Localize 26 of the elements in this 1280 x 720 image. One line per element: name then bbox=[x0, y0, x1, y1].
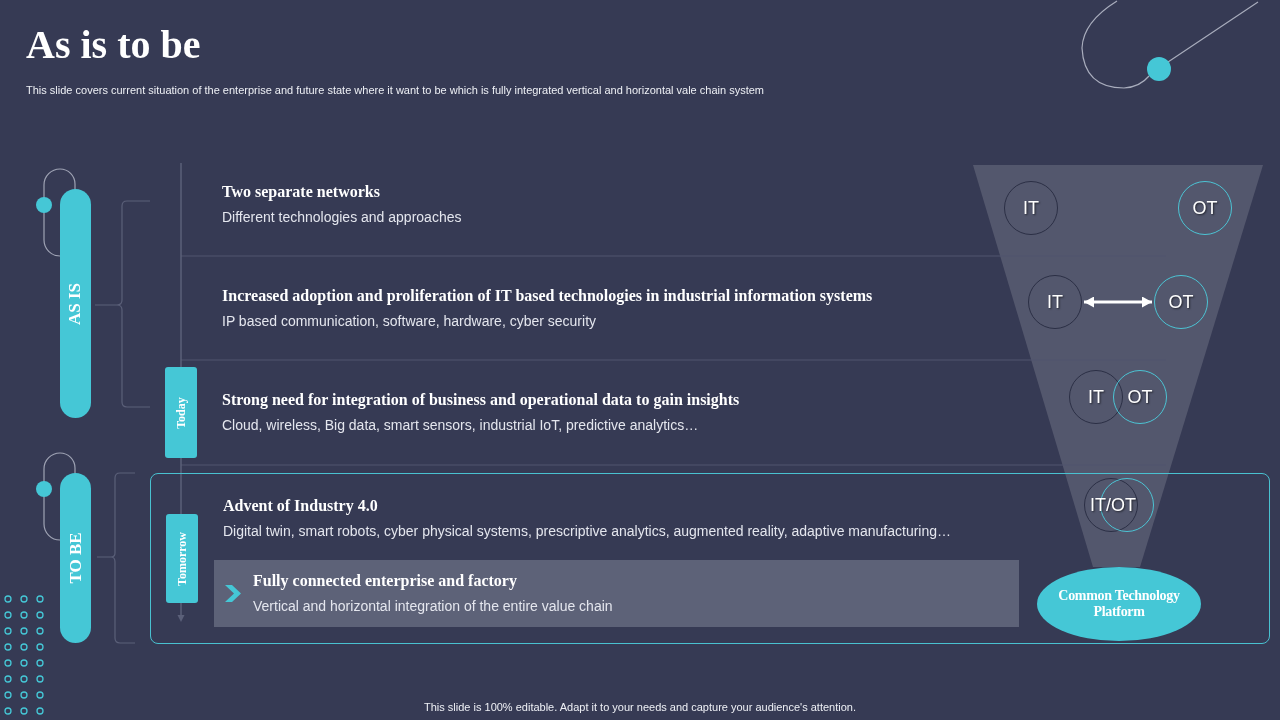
subtitle-text: This slide covers current situation of the enterprise and future state where it want to be which is fully integrated vertical and horizontal vale chain system bbox=[26, 83, 764, 97]
row-description: Digital twin, smart robots, cyber physical systems, prescriptive analytics, augmented reality, adaptive manufacturing… bbox=[223, 522, 952, 541]
row-heading: Increased adoption and proliferation of IT based technologies in industrial information systems bbox=[222, 286, 873, 306]
tag-label: Today bbox=[173, 396, 189, 429]
timeline-tag bbox=[165, 367, 197, 458]
highlight-box bbox=[214, 560, 1019, 627]
row-heading: Strong need for integration of business and operational data to gain insights bbox=[222, 390, 740, 410]
footer-note: This slide is 100% editable. Adapt it to your needs and capture your audience's attention. bbox=[424, 700, 856, 714]
row-heading: Two separate networks bbox=[222, 182, 380, 202]
stage-pill bbox=[60, 473, 91, 643]
tag-label: Tomorrow bbox=[174, 531, 190, 586]
stage-label: TO BE bbox=[65, 532, 86, 584]
slide-title: As is to be bbox=[26, 25, 201, 65]
row-heading: Fully connected enterprise and factory bbox=[253, 571, 517, 591]
double-arrow bbox=[1084, 296, 1152, 308]
row-heading: Advent of Industry 4.0 bbox=[223, 496, 378, 516]
row-description: Vertical and horizontal integration of the entire value chain bbox=[253, 597, 613, 616]
platform-ellipse: Common Technology Platform bbox=[1037, 567, 1201, 641]
row-description: Different technologies and approaches bbox=[222, 208, 462, 227]
stage-pill bbox=[60, 189, 91, 418]
row-description: IP based communication, software, hardware, cyber security bbox=[222, 312, 597, 331]
outlined-panel bbox=[150, 473, 1270, 644]
stage-label: AS IS bbox=[65, 282, 86, 325]
timeline-tag bbox=[166, 514, 198, 603]
row-description: Cloud, wireless, Big data, smart sensors, industrial IoT, predictive analytics… bbox=[222, 416, 699, 435]
circle-label: IT/OT bbox=[1090, 494, 1136, 517]
